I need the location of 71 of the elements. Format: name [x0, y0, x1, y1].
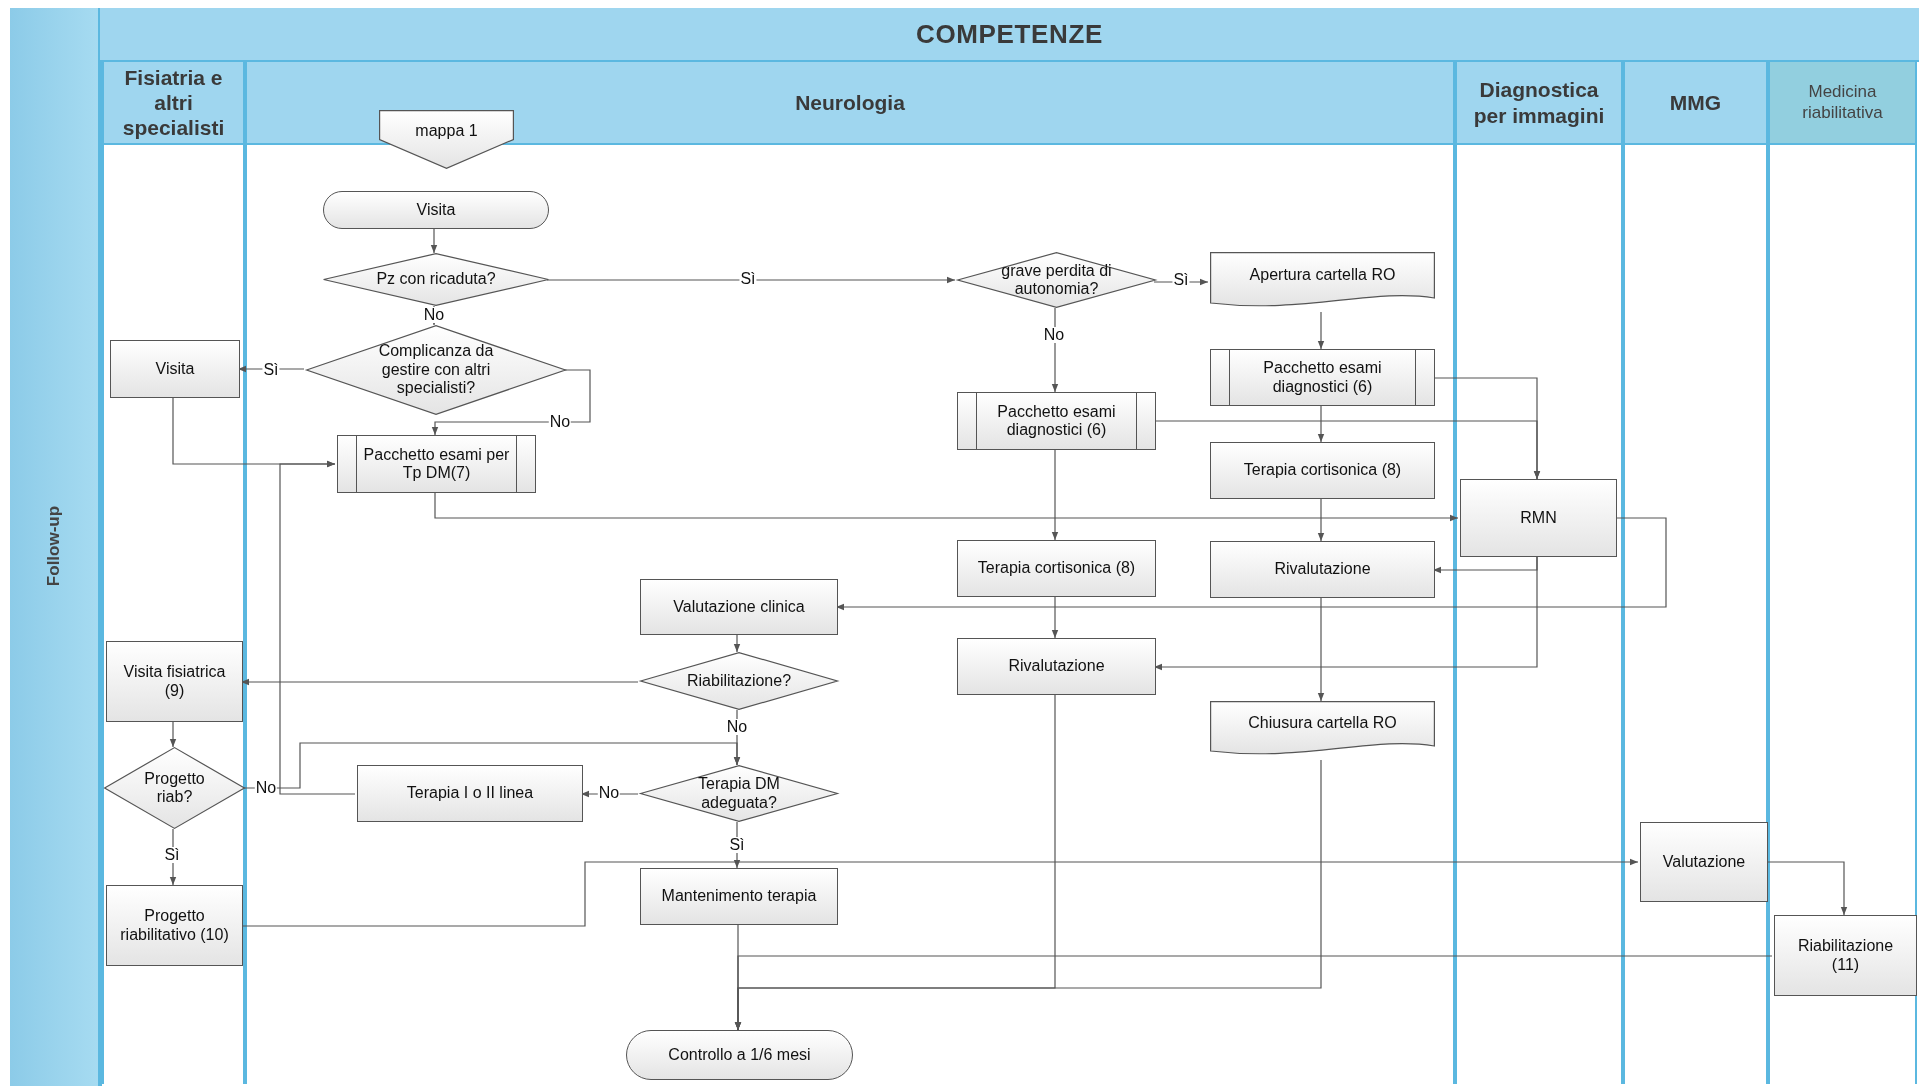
edge-label: Sì — [262, 362, 280, 378]
arrow — [237, 365, 305, 373]
arrow — [733, 634, 741, 653]
decision-diamond: grave perdita di autonomia? — [957, 252, 1156, 308]
arrow — [1051, 307, 1059, 393]
process-box: Riabilitazione (11) — [1774, 915, 1917, 996]
edge-label: No — [254, 780, 278, 796]
arrow — [546, 276, 956, 284]
arrow — [1317, 498, 1325, 542]
swimlane-lane — [1455, 62, 1623, 1084]
edge-label: Sì — [163, 847, 181, 863]
decision-diamond: Riabilitazione? — [640, 652, 838, 710]
process-box: Mantenimento terapia — [640, 868, 838, 925]
arrow — [1765, 861, 1848, 916]
arrow — [1317, 405, 1325, 443]
decision-diamond: Terapia DM adeguata? — [640, 765, 838, 822]
process-box: Valutazione — [1640, 822, 1768, 902]
lane-header: Diagnostica per immagini — [1457, 62, 1621, 145]
arrow — [240, 858, 1639, 927]
arrow — [279, 460, 356, 795]
lane-header: MMG — [1625, 62, 1766, 145]
swimlane-lane — [102, 62, 245, 1084]
process-box: Valutazione clinica — [640, 579, 838, 635]
pool-header: COMPETENZE — [100, 8, 1919, 62]
subprocess-box: Pacchetto esami diagnostici (6) — [1210, 349, 1435, 406]
decision-diamond: Complicanza da gestire con altri specialisti? — [306, 325, 566, 415]
edge-label: No — [597, 785, 621, 801]
terminator-shape: Visita — [323, 191, 549, 229]
swimlane-lane — [1623, 62, 1768, 1084]
process-box: Terapia cortisonica (8) — [1210, 442, 1435, 499]
process-box: Rivalutazione — [957, 638, 1156, 695]
arrow — [835, 517, 1667, 611]
edge-label: No — [548, 414, 572, 430]
subprocess-box: Pacchetto esami diagnostici (6) — [957, 392, 1156, 450]
process-box: Visita fisiatrica (9) — [106, 641, 243, 722]
process-box: Rivalutazione — [1210, 541, 1435, 598]
arrow — [430, 305, 438, 326]
arrow — [1317, 597, 1325, 702]
edge-label: No — [1042, 327, 1066, 343]
arrow — [431, 369, 591, 436]
arrow — [1051, 596, 1059, 639]
edge-label: Sì — [739, 271, 757, 287]
edge-label: No — [725, 719, 749, 735]
process-box: Visita — [110, 340, 240, 398]
arrow — [430, 228, 438, 254]
arrow — [434, 492, 1459, 522]
edge-label: No — [422, 307, 446, 323]
process-box: Terapia cortisonica (8) — [957, 540, 1156, 597]
edge-label: Sì — [728, 837, 746, 853]
subprocess-box: Pacchetto esami per Tp DM(7) — [337, 435, 536, 493]
offpage-connector: mappa 1 — [379, 110, 514, 169]
arrow — [1051, 449, 1059, 541]
row-header: Follow-up — [10, 8, 100, 1086]
process-box: RMN — [1460, 479, 1617, 557]
swimlane-lane — [1768, 62, 1917, 1084]
decision-diamond: Pz con ricaduta? — [323, 253, 549, 306]
edge-label: Sì — [1172, 272, 1190, 288]
arrow — [1153, 420, 1541, 480]
lane-header: Medicina riabilitativa — [1770, 62, 1915, 145]
arrow — [169, 721, 177, 748]
terminator-shape: Controllo a 1/6 mesi — [626, 1030, 853, 1080]
process-box: Terapia I o II linea — [357, 765, 583, 822]
lane-header: Fisiatria e altri specialisti — [104, 62, 243, 145]
process-box: Progetto riabilitativo (10) — [106, 885, 243, 966]
arrow — [242, 742, 741, 789]
arrow — [1317, 311, 1325, 350]
arrow — [1153, 556, 1538, 671]
decision-diamond: Progetto riab? — [104, 747, 245, 829]
swimlane-lane — [245, 62, 1455, 1084]
arrow — [240, 678, 639, 686]
arrow — [734, 759, 1322, 1031]
